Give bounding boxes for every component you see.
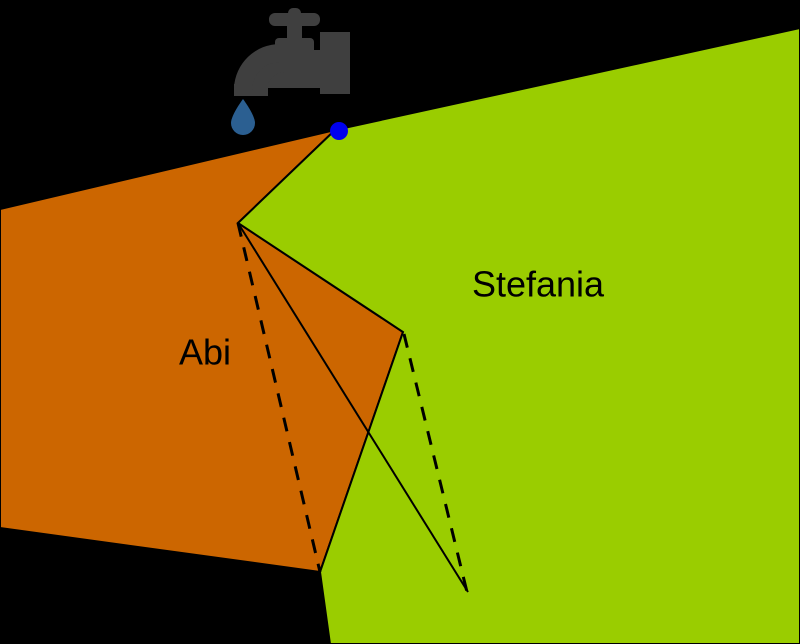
faucet-spout-outer — [234, 43, 280, 96]
source-node-marker[interactable] — [330, 122, 348, 140]
region-label-stefania: Stefania — [472, 264, 605, 305]
region-label-abi: Abi — [179, 332, 231, 373]
dashed-boundary-left — [236, 222, 322, 573]
region-stefania[interactable] — [236, 26, 800, 644]
faucet-icon — [234, 8, 350, 96]
dashed-boundary-right — [402, 333, 469, 593]
water-droplet-icon — [231, 99, 255, 135]
solid-divider-line — [237, 222, 469, 593]
faucet-connector — [310, 50, 330, 76]
